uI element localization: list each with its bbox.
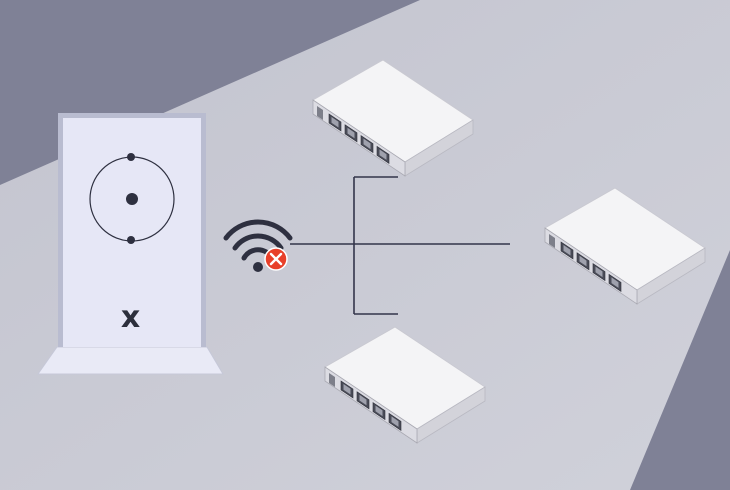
switch-port-inner bbox=[375, 405, 383, 417]
router-base bbox=[37, 346, 224, 375]
router bbox=[37, 113, 224, 375]
switch-port-inner bbox=[611, 277, 619, 288]
error-x-icon bbox=[264, 247, 288, 271]
switch-port-inner bbox=[363, 138, 371, 150]
switch-port-inner bbox=[595, 266, 603, 278]
switch-indicator bbox=[329, 373, 335, 387]
switch-port-inner bbox=[379, 149, 387, 160]
switch-indicator bbox=[549, 234, 555, 248]
switch-port-inner bbox=[391, 416, 399, 427]
network-switches bbox=[312, 59, 706, 444]
connection-lines bbox=[290, 176, 510, 315]
switch-port-inner bbox=[579, 255, 587, 267]
switch-port-inner bbox=[563, 245, 571, 256]
switch-port-inner bbox=[331, 117, 339, 128]
switch-indicator bbox=[317, 106, 323, 120]
switch-port-inner bbox=[347, 127, 355, 139]
switch-bottom bbox=[324, 326, 486, 444]
switch-right bbox=[544, 187, 706, 305]
switch-top bbox=[312, 59, 474, 177]
switch-port-inner bbox=[359, 394, 367, 406]
switch-port-inner bbox=[343, 384, 351, 395]
router-brand-letter: x bbox=[120, 300, 140, 335]
router-logo-icon bbox=[89, 153, 175, 244]
